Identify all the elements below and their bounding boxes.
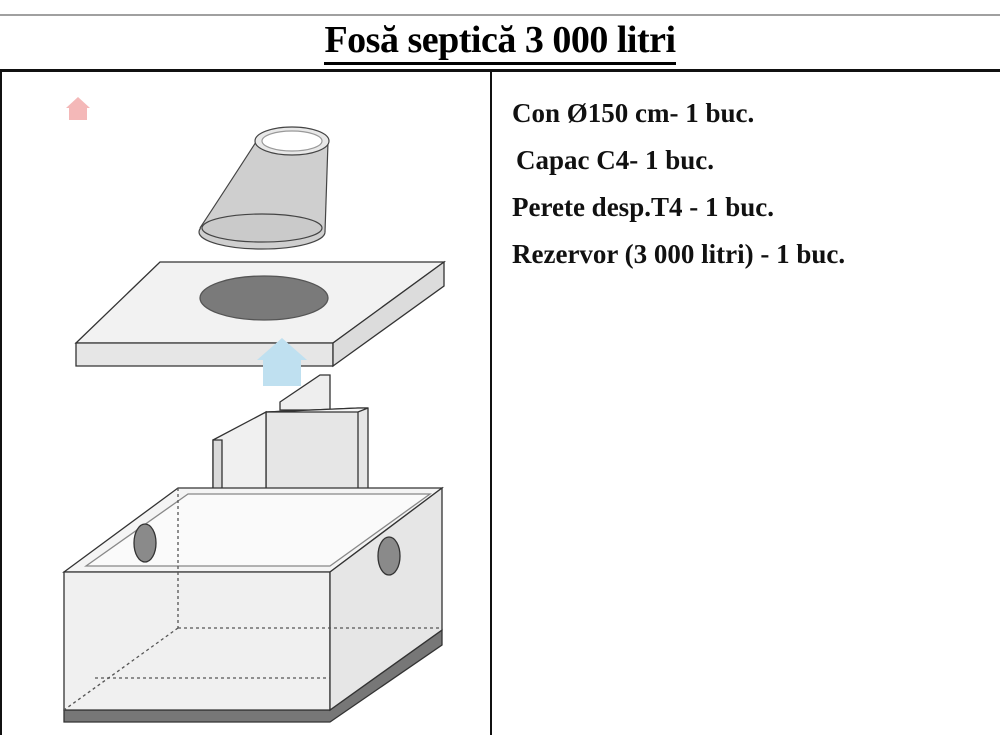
title-text: Fosă septică 3 000 litri bbox=[324, 19, 676, 65]
column-divider bbox=[490, 69, 492, 735]
list-item: Rezervor (3 000 litri) - 1 buc. bbox=[512, 239, 846, 269]
watermark-house-icon bbox=[257, 338, 307, 386]
list-item: Con Ø150 cm- 1 buc. bbox=[512, 98, 755, 128]
top-divider bbox=[0, 14, 1000, 16]
tank-component bbox=[62, 486, 444, 723]
table-left-border bbox=[0, 69, 2, 735]
lid-slab-component bbox=[74, 260, 446, 368]
component-list: Con Ø150 cm- 1 buc. Capac C4- 1 buc. Per… bbox=[512, 90, 845, 278]
list-item: Capac C4- 1 buc. bbox=[516, 145, 715, 175]
page-title: Fosă septică 3 000 litri bbox=[0, 18, 1000, 65]
watermark-house-icon bbox=[66, 97, 90, 120]
septic-tank-exploded-illustration bbox=[62, 97, 446, 723]
list-item: Perete desp.T4 - 1 buc. bbox=[512, 192, 774, 222]
cone-component bbox=[198, 126, 330, 250]
table-top-border bbox=[0, 69, 1000, 72]
